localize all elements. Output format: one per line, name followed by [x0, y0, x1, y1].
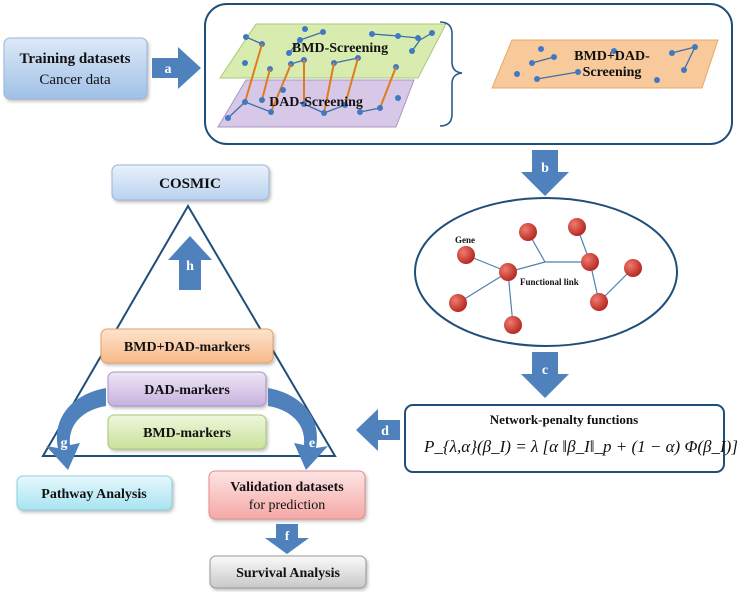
combined-screening-label-2: Screening	[583, 65, 642, 80]
bmd-markers-label: BMD-markers	[143, 426, 231, 441]
arrow-d	[356, 409, 400, 451]
survival-analysis-box	[209, 555, 367, 589]
validation-datasets-box	[208, 470, 366, 520]
bmd-markers-box	[107, 414, 267, 450]
gene-network-nodes	[449, 218, 642, 334]
cosmic-label: COSMIC	[159, 176, 221, 192]
training-datasets-subtitle: Cancer data	[39, 72, 111, 88]
training-datasets-box	[3, 37, 148, 100]
combined-screening-label-1: BMD+DAD-	[574, 49, 650, 64]
combined-network-nodes	[514, 44, 698, 83]
bmd-dad-markers-label: BMD+DAD-markers	[124, 340, 251, 355]
arrow-e	[268, 388, 328, 470]
arrow-f-label: f	[285, 528, 290, 543]
network-penalty-box	[404, 404, 725, 473]
arrow-b-label: b	[541, 161, 549, 176]
arrow-c-label: c	[542, 363, 548, 378]
arrow-h-label: h	[186, 259, 194, 274]
dad-screening-plane	[217, 79, 415, 128]
dad-screening-label: DAD-Screening	[269, 95, 363, 110]
dad-markers-label: DAD-markers	[144, 383, 230, 398]
training-datasets-title: Training datasets	[20, 51, 131, 67]
arrow-b	[521, 150, 569, 196]
combined-screening-plane	[491, 39, 719, 89]
arrow-a	[152, 47, 201, 89]
functional-link-label: Functional link	[520, 277, 579, 287]
dad-network-nodes	[225, 87, 401, 121]
bmd-screening-label: BMD-Screening	[292, 41, 388, 56]
arrow-g-label: g	[61, 436, 68, 451]
grouping-brace	[439, 21, 463, 127]
bmd-dad-markers-box	[100, 328, 274, 364]
arrow-g	[46, 388, 106, 470]
bmd-screening-plane	[219, 23, 447, 79]
pathway-analysis-box	[16, 475, 173, 511]
network-penalty-formula-text: P_{λ,α}(β_I) = λ [α ‖β_I‖_p + (1 − α) Φ(…	[424, 437, 737, 456]
arrow-f	[265, 524, 309, 554]
network-penalty-title: Network-penalty functions	[490, 412, 638, 427]
dad-markers-box	[107, 371, 267, 407]
gene-network-ellipse	[414, 197, 678, 347]
arrow-e-label: e	[309, 436, 315, 451]
arrow-h	[168, 236, 212, 290]
validation-datasets-subtitle: for prediction	[249, 498, 326, 513]
survival-analysis-label: Survival Analysis	[236, 566, 340, 581]
network-penalty-formula: P_{λ,α}(β_I) = λ [α ‖β_I‖_p + (1 − α) Φ(…	[424, 437, 737, 457]
cosmic-box	[111, 164, 270, 201]
arrow-c	[521, 352, 569, 398]
arrow-d-label: d	[381, 424, 389, 439]
validation-datasets-title: Validation datasets	[230, 480, 344, 495]
pathway-analysis-label: Pathway Analysis	[41, 487, 147, 502]
arrow-a-label: a	[165, 62, 172, 77]
gene-label: Gene	[455, 235, 475, 245]
